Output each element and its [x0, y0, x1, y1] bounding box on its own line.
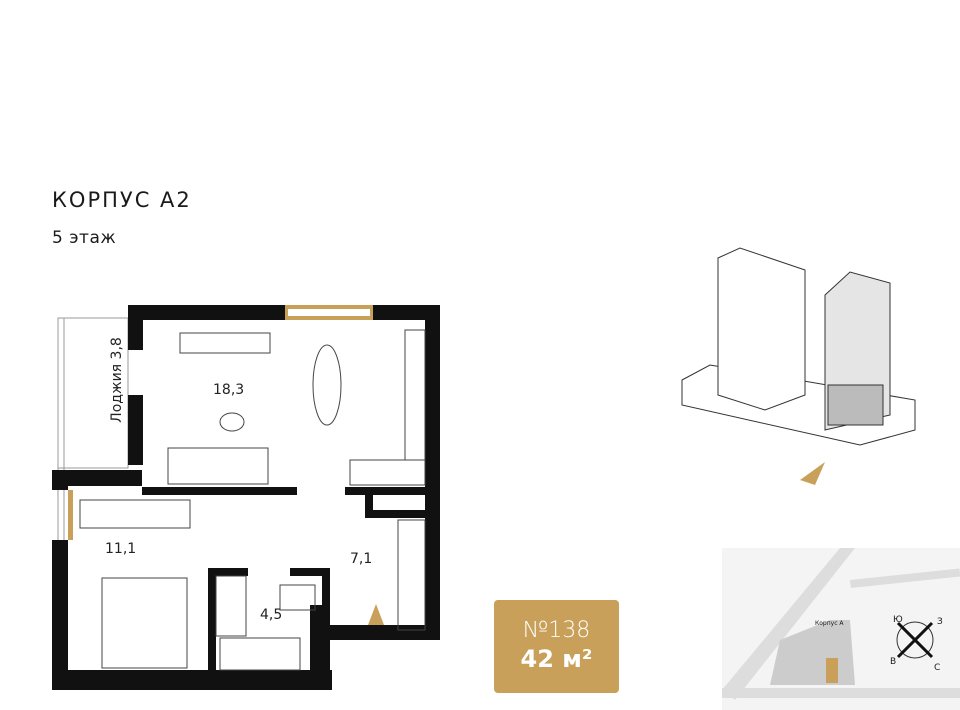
wardrobe — [79, 499, 191, 529]
building-3d — [681, 247, 916, 446]
kitchen-counter — [179, 332, 271, 354]
compass-north: С — [934, 663, 941, 673]
walls — [52, 305, 440, 690]
apartment-area: 42 м² — [520, 645, 593, 673]
sink-unit — [349, 459, 426, 486]
view-marker — [800, 462, 825, 485]
compass-east: В — [890, 657, 897, 667]
bed — [101, 577, 188, 669]
apartment-badge: №138 42 м² — [494, 600, 619, 693]
dining-table — [312, 344, 342, 426]
toilet — [279, 584, 316, 611]
coffee-table — [219, 412, 245, 432]
room-bathroom: 4,5 — [260, 607, 283, 623]
floor-label: 5 этаж — [52, 228, 117, 248]
washbasin — [215, 575, 247, 637]
compass-icon — [896, 621, 934, 659]
sofa — [167, 447, 269, 485]
building-title: КОРПУС А2 — [52, 188, 192, 212]
site-building-label: Корпус А — [815, 620, 844, 627]
site-map — [722, 548, 960, 710]
site-building-highlight — [826, 658, 838, 683]
entrance-marker — [368, 604, 384, 625]
room-hall: 7,1 — [350, 551, 373, 567]
window-bedroom — [68, 490, 73, 540]
compass-west: З — [937, 617, 943, 627]
room-bedroom: 11,1 — [105, 541, 137, 557]
kitchen-side — [404, 329, 426, 461]
apartment-number: №138 — [522, 618, 591, 643]
bathtub — [219, 637, 301, 671]
room-living: 18,3 — [213, 382, 245, 398]
compass-south: Ю — [893, 615, 903, 625]
furniture — [79, 329, 426, 671]
room-loggia: Лоджия 3,8 — [108, 337, 125, 423]
hall-wardrobe — [397, 519, 426, 631]
